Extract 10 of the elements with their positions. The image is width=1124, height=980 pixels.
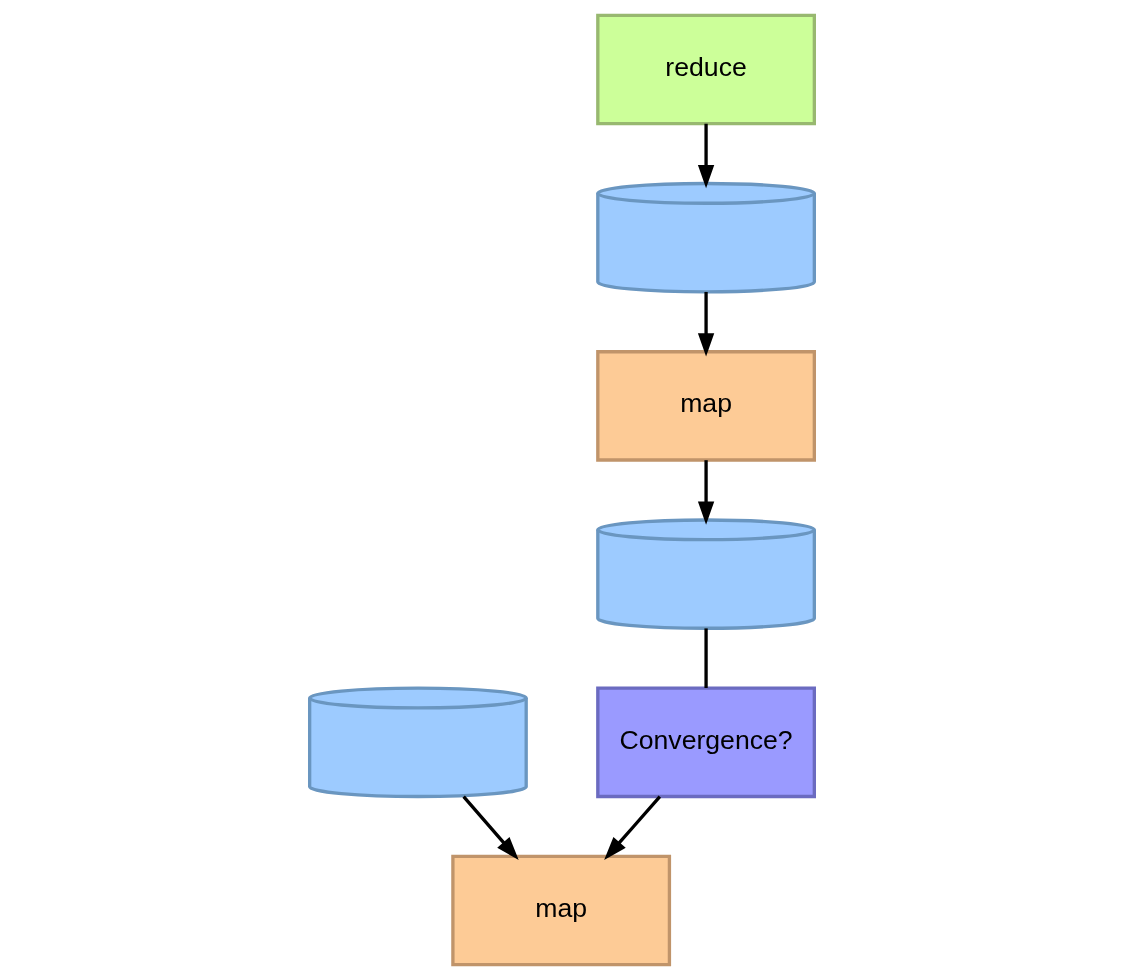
- arrow: [697, 291, 715, 357]
- node-box: reduce: [596, 13, 816, 126]
- node-box: map: [451, 854, 672, 967]
- arrow: [462, 795, 519, 860]
- arrow: [604, 795, 662, 860]
- arrow: [697, 460, 715, 525]
- arrow: [697, 123, 715, 189]
- node-box: Convergence?: [596, 686, 816, 799]
- node-box: map: [596, 350, 816, 462]
- connector: [704, 628, 708, 688]
